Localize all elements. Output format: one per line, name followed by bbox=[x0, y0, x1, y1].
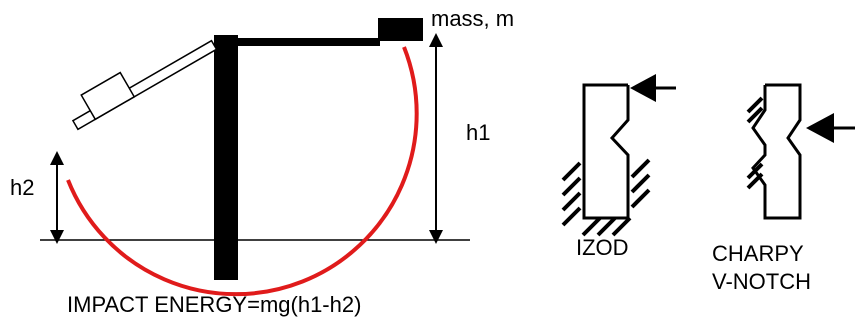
v-notch-label: V-NOTCH bbox=[712, 269, 811, 294]
izod-specimen bbox=[561, 74, 676, 237]
charpy-specimen bbox=[746, 83, 855, 220]
izod-label: IZOD bbox=[576, 235, 629, 260]
pendulum-arm-end bbox=[71, 39, 218, 131]
h1-label: h1 bbox=[466, 120, 491, 145]
h1-arrow bbox=[429, 33, 443, 244]
pendulum-post bbox=[214, 35, 238, 280]
pendulum-arm-start bbox=[238, 38, 380, 46]
impact-energy-equation: IMPACT ENERGY=mg(h1-h2) bbox=[67, 292, 362, 317]
pendulum-swing-path bbox=[66, 46, 419, 297]
mass-label: mass, m bbox=[431, 6, 515, 31]
charpy-label: CHARPY bbox=[712, 241, 804, 266]
h2-label: h2 bbox=[10, 175, 35, 200]
h2-arrow bbox=[50, 151, 64, 244]
mass-block bbox=[378, 18, 423, 41]
